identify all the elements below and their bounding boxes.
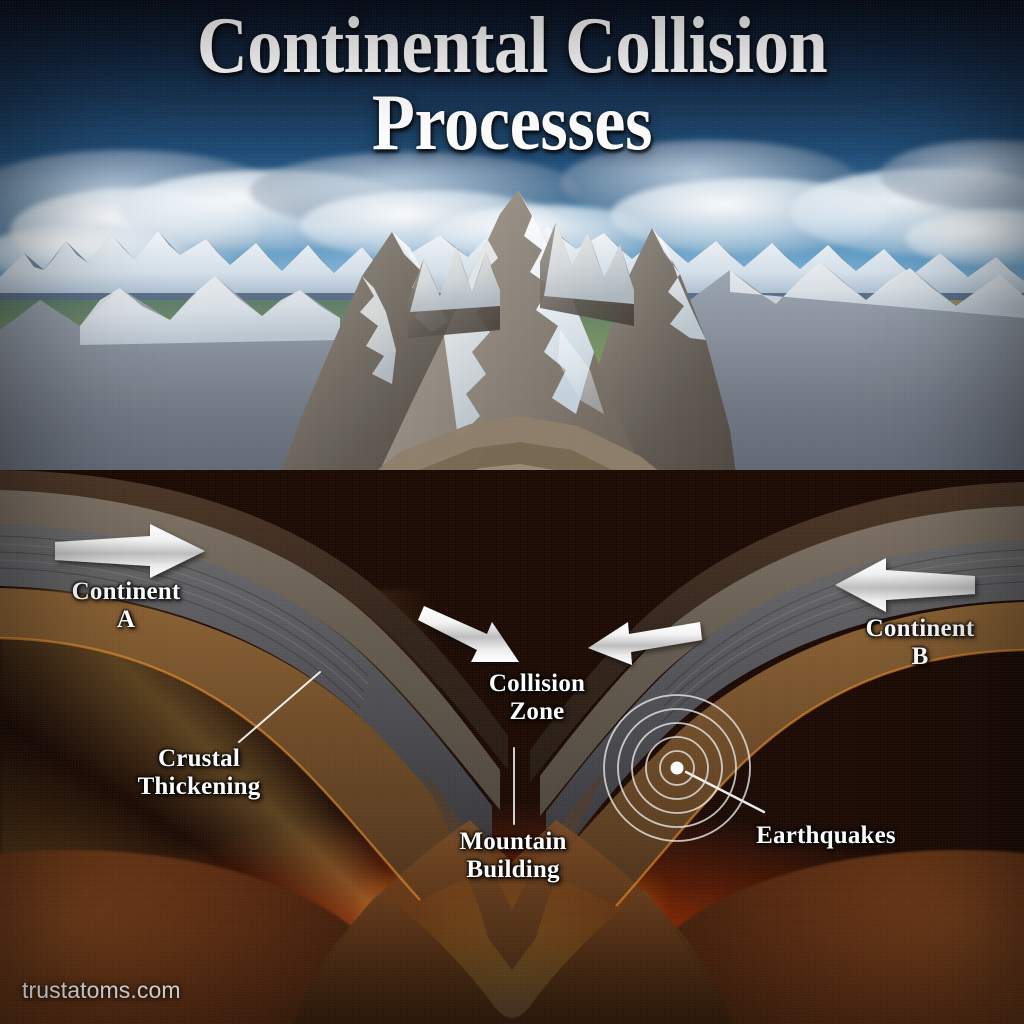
crust-layers	[0, 470, 1024, 1024]
cross-section	[0, 470, 1024, 1024]
watermark: trustatoms.com	[22, 977, 181, 1003]
